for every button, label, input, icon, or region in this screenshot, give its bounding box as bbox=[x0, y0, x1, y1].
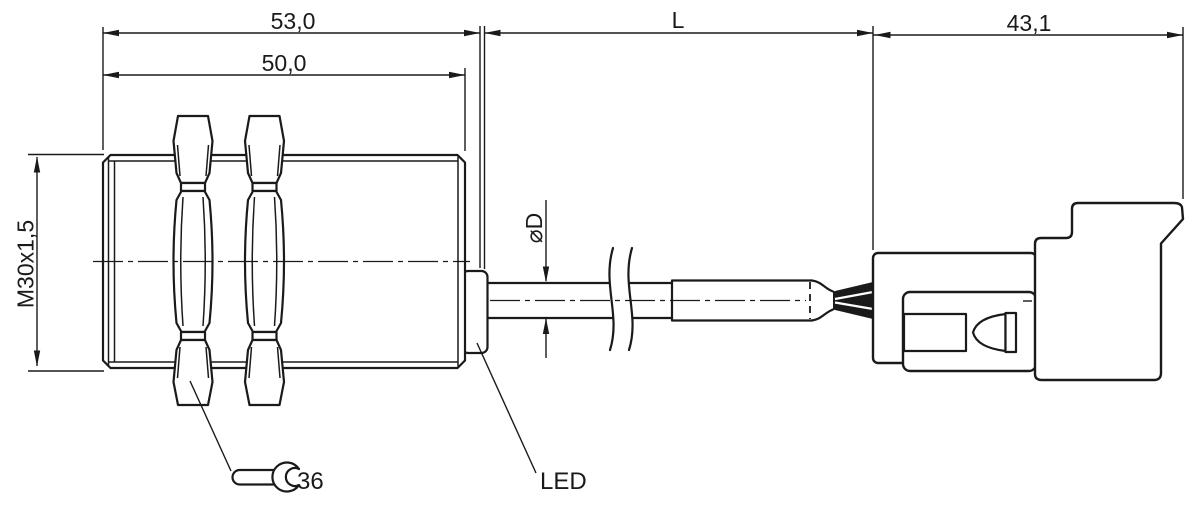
dimension-total-length: 53,0 bbox=[103, 8, 480, 37]
led-label: LED bbox=[540, 468, 587, 495]
leader-line bbox=[476, 342, 537, 474]
connector-housing bbox=[1033, 201, 1185, 382]
centerlines bbox=[93, 260, 1032, 302]
hex-nut-2 bbox=[243, 114, 286, 407]
wrench-size-callout: 36 bbox=[189, 380, 324, 495]
connector-key bbox=[902, 312, 968, 353]
connector bbox=[871, 201, 1185, 382]
wrench-icon bbox=[231, 461, 301, 493]
dim-label-cable-diameter: ⌀D bbox=[521, 213, 547, 243]
dimension-thread-length: 50,0 bbox=[103, 50, 465, 79]
dimension-thread-size: M30x1,5 bbox=[13, 156, 41, 367]
dim-label-thread-size: M30x1,5 bbox=[13, 220, 39, 308]
break-line-icon bbox=[608, 246, 615, 352]
wire-fan bbox=[833, 282, 874, 319]
dim-label-total-length: 53,0 bbox=[271, 8, 316, 34]
hex-nut-1 bbox=[172, 114, 214, 407]
dim-label-cable-length: L bbox=[672, 7, 685, 33]
cable bbox=[486, 246, 874, 352]
extension-lines bbox=[28, 26, 1184, 372]
dimension-cable-length: L bbox=[484, 7, 873, 37]
cable-break-gap bbox=[609, 248, 633, 350]
dimension-cable-diameter: ⌀D bbox=[521, 200, 550, 358]
wrench-size-label: 36 bbox=[297, 468, 324, 495]
dim-label-connector-length: 43,1 bbox=[1007, 10, 1052, 36]
led-callout: LED bbox=[476, 342, 587, 495]
dimension-connector-length: 43,1 bbox=[873, 10, 1183, 39]
break-line-icon bbox=[627, 246, 634, 352]
leader-line bbox=[189, 380, 232, 472]
latch-bar bbox=[1004, 311, 1018, 354]
dim-label-thread-length: 50,0 bbox=[262, 50, 307, 76]
